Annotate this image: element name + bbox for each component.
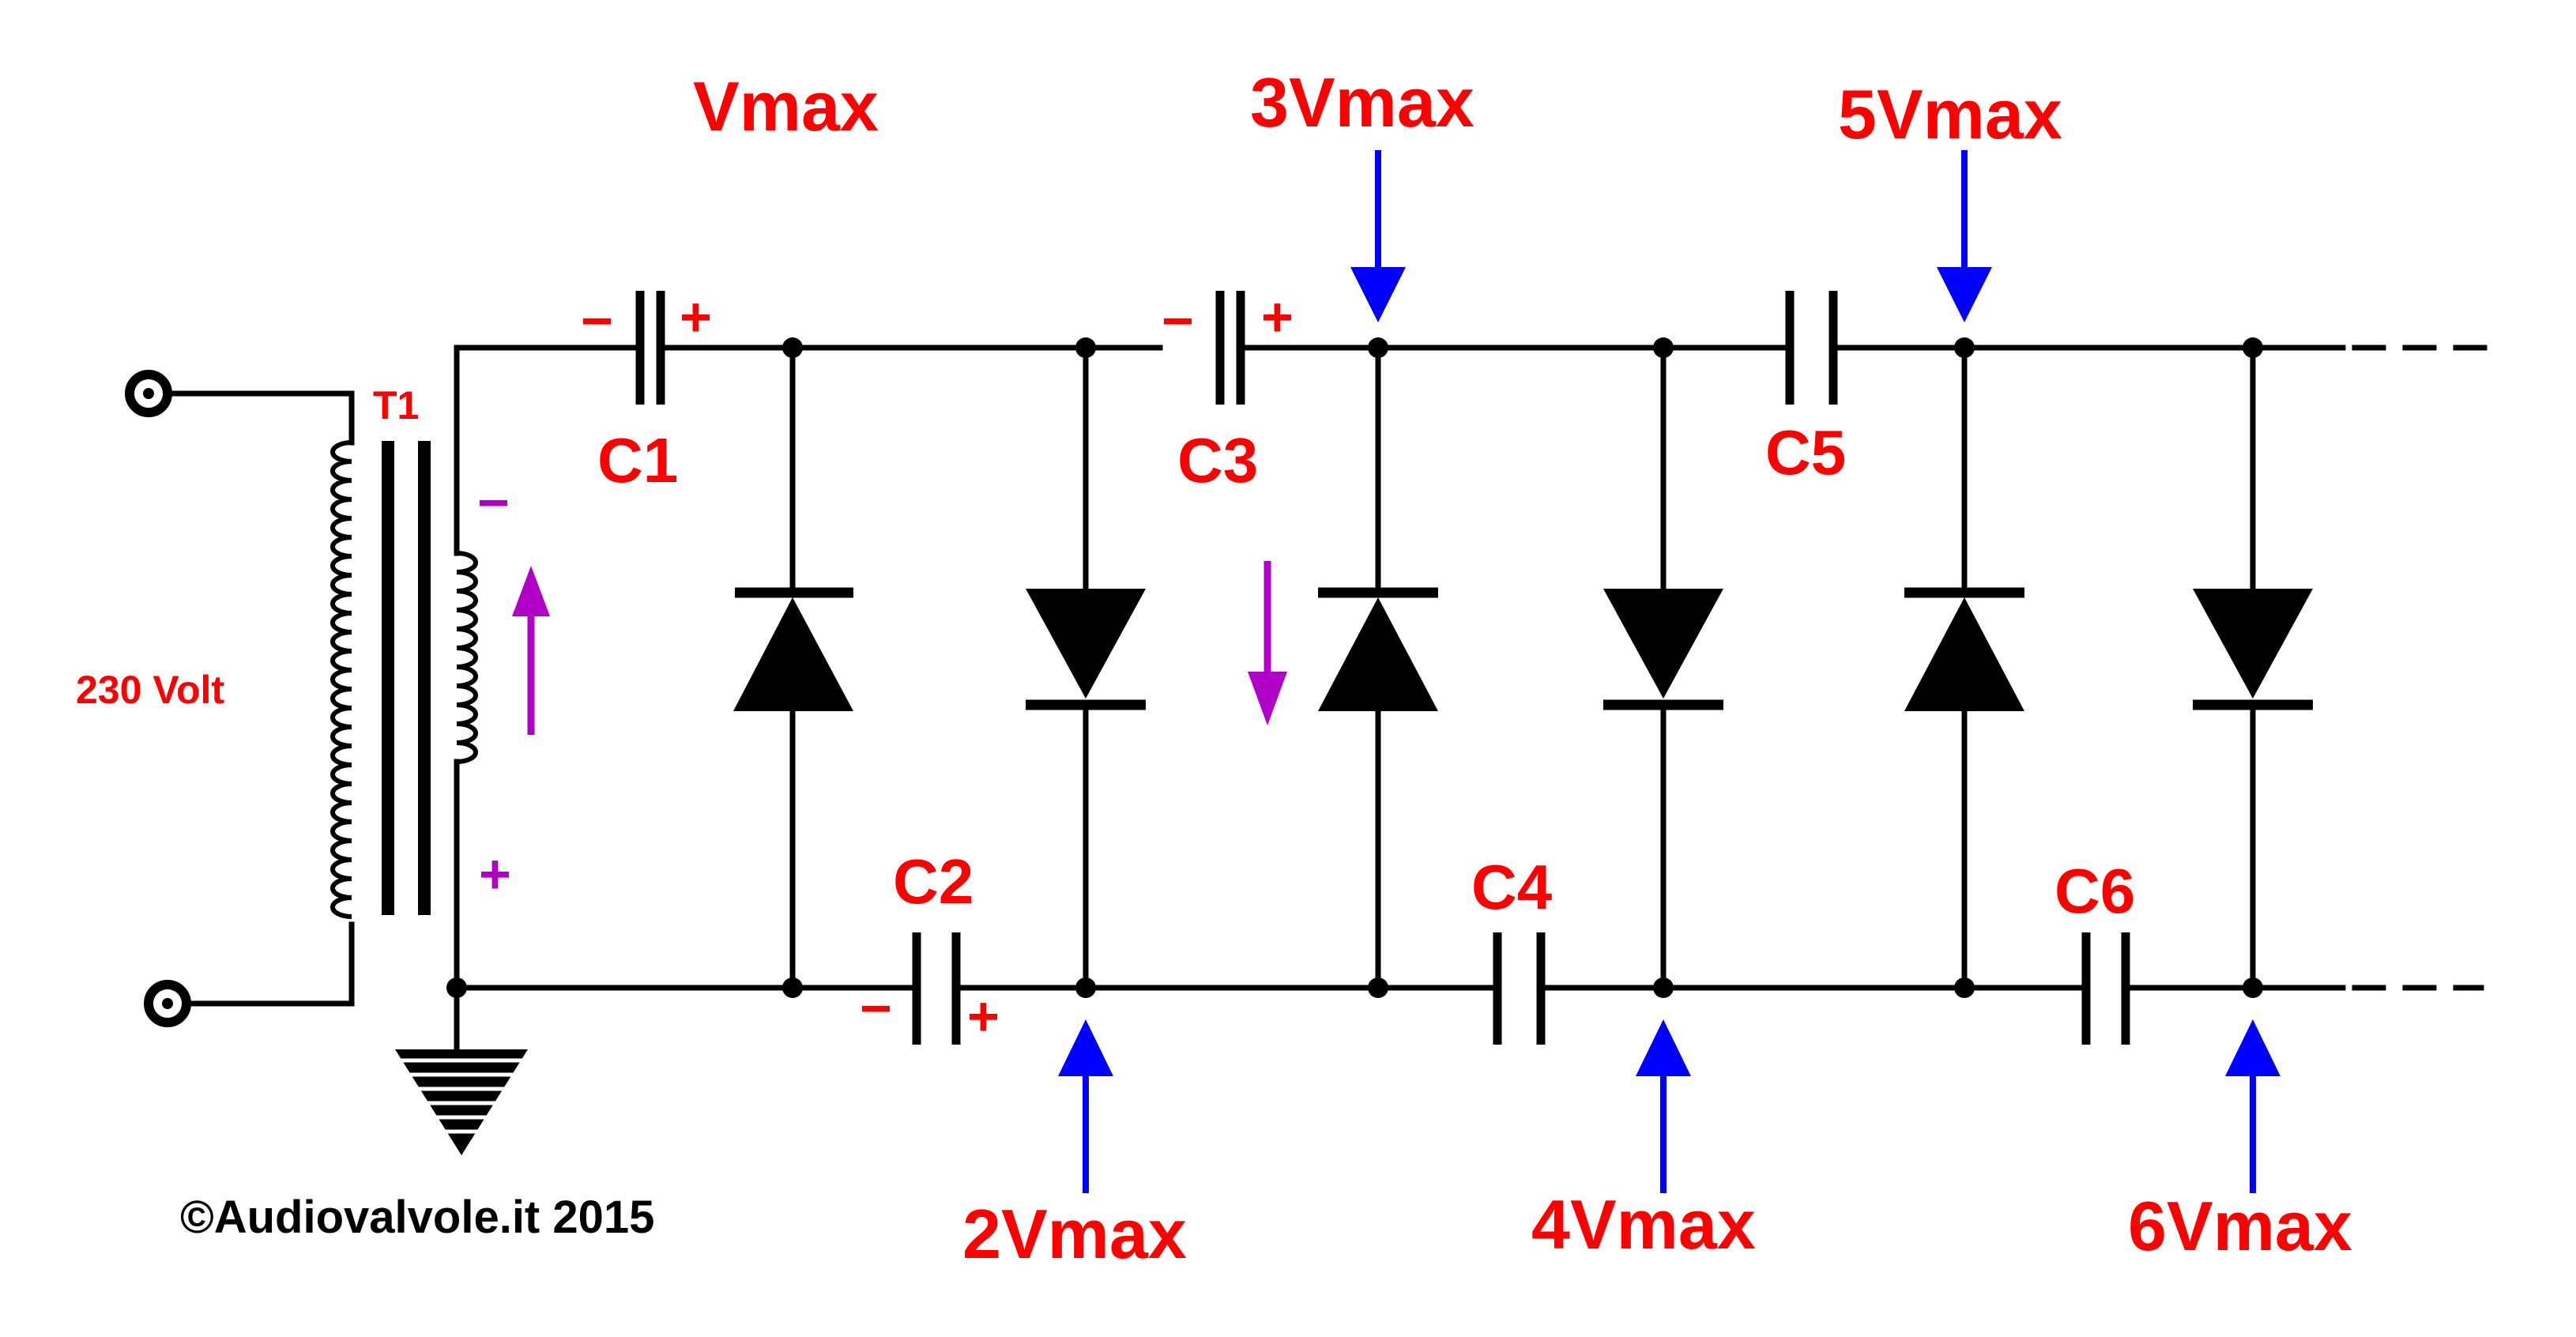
transformer-label: T1 [373, 383, 419, 427]
capacitor-c1-plus: + [680, 286, 712, 348]
diode-d3 [1318, 345, 1438, 991]
secondary-polarity-plus: + [479, 843, 511, 905]
diode-d2 [1026, 345, 1146, 991]
capacitor-c2 [912, 932, 961, 1045]
primary-winding [330, 440, 352, 919]
voltage-label-2vmax: 2Vmax [962, 1195, 1187, 1273]
voltage-label-vmax: Vmax [693, 67, 879, 145]
capacitor-c3 [1215, 291, 1245, 405]
capacitor-c4 [1493, 932, 1546, 1045]
capacitor-c1 [629, 291, 665, 405]
capacitor-c2-plus: + [967, 985, 1000, 1047]
tap-arrow-3vmax [1350, 150, 1406, 322]
primary-wire-top [164, 390, 355, 446]
voltage-label-5vmax: 5Vmax [1838, 75, 2062, 153]
diode-d6 [2193, 345, 2313, 991]
capacitor-c4-label: C4 [1471, 852, 1553, 922]
input-terminal-bottom [144, 980, 191, 1027]
secondary-top-lead [454, 345, 635, 556]
capacitor-c5 [1785, 291, 1838, 405]
primary-wire-bottom [183, 921, 355, 1007]
ground-symbol [395, 1049, 528, 1155]
capacitor-c3-plus: + [1261, 286, 1294, 348]
capacitor-c1-minus: − [581, 290, 613, 352]
diode-d5 [1904, 345, 2024, 991]
current-arrow-down [1248, 561, 1287, 725]
capacitor-c6-label: C6 [2054, 856, 2135, 926]
voltage-label-4vmax: 4Vmax [1531, 1185, 1756, 1264]
transformer-core-right [418, 441, 431, 915]
input-voltage-label: 230 Volt [76, 668, 224, 712]
tap-arrow-2vmax [1058, 1019, 1113, 1193]
capacitor-c2-minus: − [860, 977, 892, 1039]
tap-arrow-4vmax [1636, 1019, 1691, 1193]
secondary-polarity-minus: − [477, 472, 510, 533]
diode-d1 [733, 345, 853, 991]
input-terminal-top [125, 370, 172, 417]
capacitor-c5-label: C5 [1765, 417, 1846, 488]
capacitor-c2-label: C2 [893, 846, 974, 917]
current-arrow-up [512, 566, 550, 735]
capacitor-c3-label: C3 [1177, 425, 1258, 495]
transformer-t1: T1 [330, 383, 478, 919]
capacitor-c3-minus: − [1162, 290, 1194, 352]
tap-arrow-6vmax [2225, 1019, 2280, 1193]
capacitor-c6 [2081, 932, 2130, 1045]
transformer-core-left [382, 441, 394, 915]
tap-arrow-5vmax [1937, 150, 1992, 322]
copyright-text: ©Audiovalvole.it 2015 [180, 1192, 654, 1243]
secondary-winding [456, 551, 478, 764]
voltage-label-3vmax: 3Vmax [1250, 63, 1474, 141]
junction-dots [446, 337, 2263, 998]
voltage-label-6vmax: 6Vmax [2128, 1187, 2352, 1265]
capacitor-c1-label: C1 [597, 425, 678, 495]
diode-d4 [1603, 345, 1723, 991]
